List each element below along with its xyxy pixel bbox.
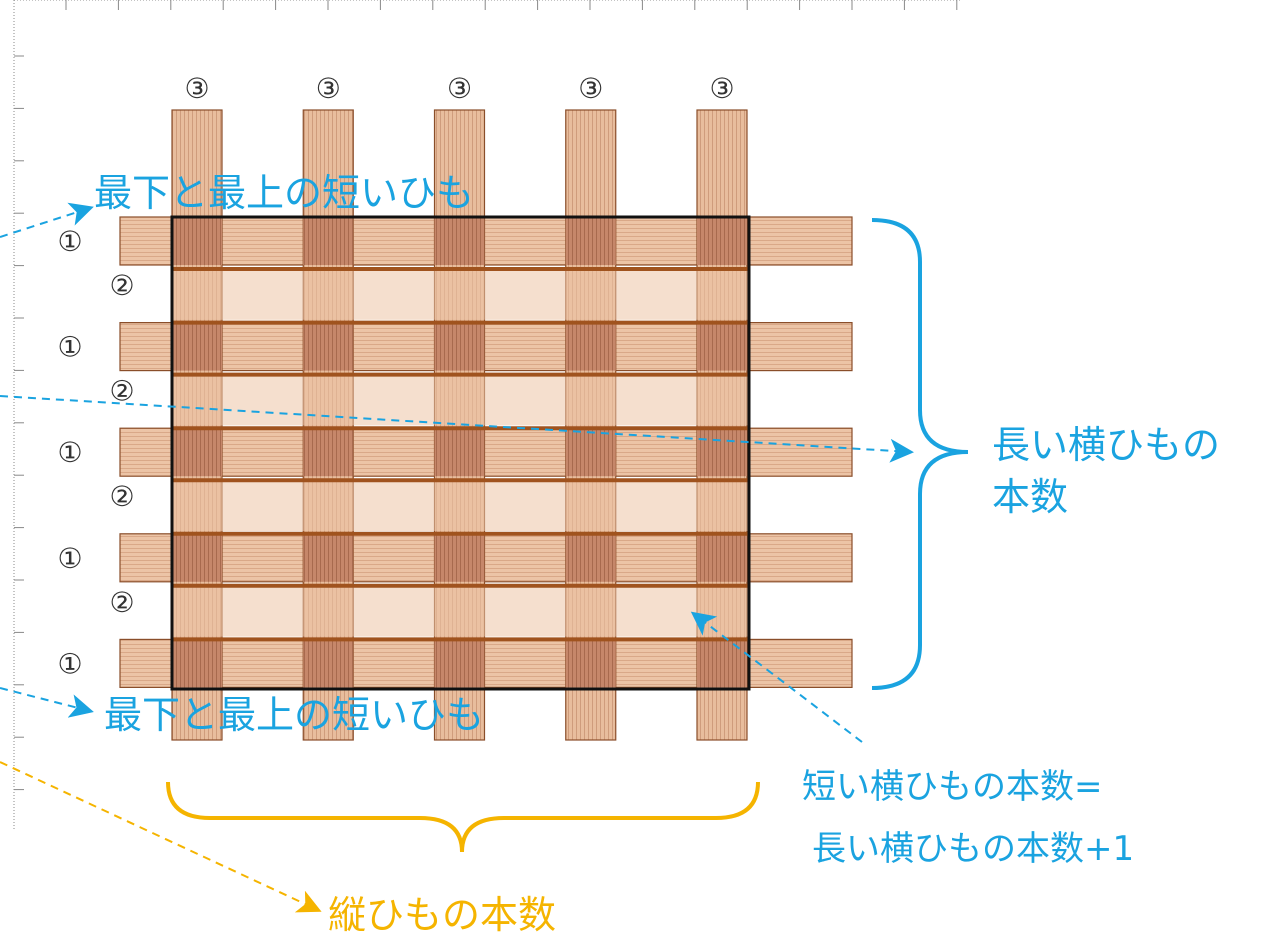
long-count-label-line2: 本数: [992, 475, 1068, 519]
overlap-cell: [172, 533, 222, 582]
overlap-cell: [697, 428, 747, 477]
long-strip-marker: ①: [57, 542, 82, 575]
vertical-strip-marker: ③: [316, 72, 341, 105]
annotations: 最下と最上の短いひも 最下と最上の短いひも 長い横ひもの 本数 短い横ひもの本数…: [0, 171, 1220, 937]
overlap-cell: [172, 217, 222, 265]
bottom-short-arrow: [0, 687, 94, 718]
overlap-cell: [172, 322, 222, 371]
overlap-cell: [565, 428, 616, 477]
overlap-cell: [172, 428, 222, 477]
long-count-label-line1: 長い横ひもの: [992, 423, 1220, 467]
vertical-strip-marker: ③: [184, 72, 209, 105]
vertical-strip-marker: ③: [709, 72, 734, 105]
overlap-cell: [434, 428, 485, 477]
overlap-cell: [434, 639, 485, 688]
overlap-cell: [565, 217, 616, 265]
overlap-cell: [565, 322, 616, 371]
long-strip-marker: ①: [57, 436, 82, 469]
vertical-count-label: 縦ひもの本数: [328, 893, 556, 937]
vertical-strip-marker: ③: [447, 72, 472, 105]
short-count-label-line1: 短い横ひもの本数=: [802, 767, 1103, 807]
overlap-cell: [697, 639, 747, 688]
long-strip-marker: ①: [57, 225, 82, 258]
short-strip-marker: ②: [109, 586, 134, 619]
overlap-cell: [697, 217, 747, 265]
overlap-cell: [303, 533, 354, 582]
ruler: [13, 0, 960, 830]
top-short-arrow: [0, 202, 94, 238]
short-strip: [172, 584, 749, 637]
overlap-cell: [697, 533, 747, 582]
overlap-cell: [434, 322, 485, 371]
short-count-label-line2: 長い横ひもの本数+1: [812, 829, 1134, 869]
overlap-cell: [434, 217, 485, 265]
vertical-count-arrow: [0, 761, 322, 913]
overlap-cell: [434, 533, 485, 582]
long-strip-marker: ①: [57, 647, 82, 680]
short-strip: [172, 267, 749, 320]
short-strip-marker: ②: [109, 269, 134, 302]
overlap-cell: [303, 217, 354, 265]
overlap-cell: [303, 322, 354, 371]
base-frame: [170, 215, 751, 691]
short-strip: [172, 479, 749, 531]
overlap-cell: [303, 428, 354, 477]
bottom-short-label: 最下と最上の短いひも: [104, 693, 484, 737]
overlap-cell: [303, 639, 354, 688]
overlap-cell: [565, 639, 616, 688]
short-count-arrow: [690, 611, 863, 743]
long-strip-marker: ①: [57, 331, 82, 364]
short-strip: [172, 373, 749, 426]
bottom-brace: [166, 781, 760, 853]
overlap-cell: [565, 533, 616, 582]
vertical-strip-marker: ③: [578, 72, 603, 105]
overlap-cell: [172, 639, 222, 688]
short-horizontal-strips: [172, 267, 749, 642]
overlap-cell: [697, 322, 747, 371]
short-strip-marker: ②: [109, 480, 134, 513]
long-count-arrow: [0, 395, 914, 463]
top-short-label: 最下と最上の短いひも: [94, 171, 474, 215]
right-brace: [871, 218, 969, 690]
